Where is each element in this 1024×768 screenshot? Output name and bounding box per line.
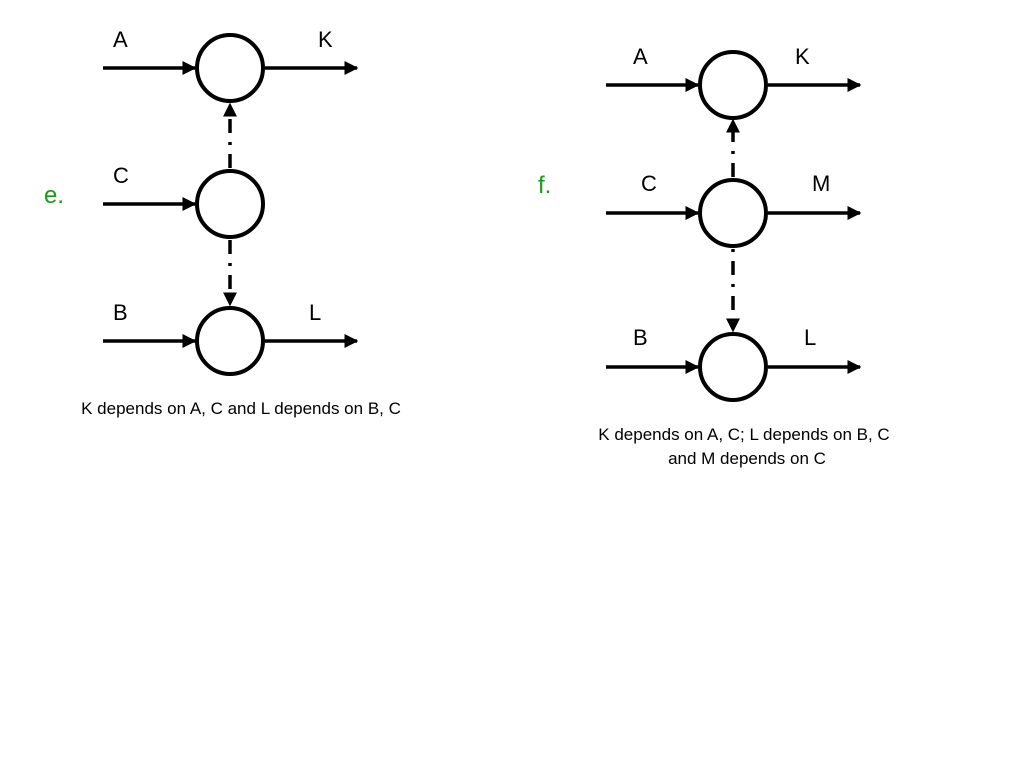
node-bottom — [195, 306, 265, 376]
diagram-e-caption: K depends on A, C and L depends on B, C — [81, 399, 401, 418]
label-input-b: B — [113, 300, 128, 325]
label-output-k: K — [318, 27, 333, 52]
node-bottom — [698, 332, 768, 402]
label-output-l: L — [309, 300, 321, 325]
node-top — [698, 50, 768, 120]
node-middle — [195, 169, 265, 239]
diagram-f-caption-line-2: and M depends on C — [668, 449, 826, 468]
label-output-l: L — [804, 325, 816, 350]
diagram-f: f. A K C M B L K depends on A, C; L depe… — [538, 44, 890, 468]
label-input-b: B — [633, 325, 648, 350]
label-input-c: C — [113, 163, 129, 188]
node-top — [195, 33, 265, 103]
label-output-m: M — [812, 171, 830, 196]
label-input-a: A — [633, 44, 648, 69]
diagram-e: e. A K C B L K depends on A, C and L dep… — [44, 27, 401, 418]
diagram-f-caption-line-1: K depends on A, C; L depends on B, C — [598, 425, 889, 444]
label-output-k: K — [795, 44, 810, 69]
label-input-a: A — [113, 27, 128, 52]
diagram-f-tag: f. — [538, 172, 551, 199]
label-input-c: C — [641, 171, 657, 196]
diagram-e-tag: e. — [44, 182, 64, 209]
node-middle — [698, 178, 768, 248]
